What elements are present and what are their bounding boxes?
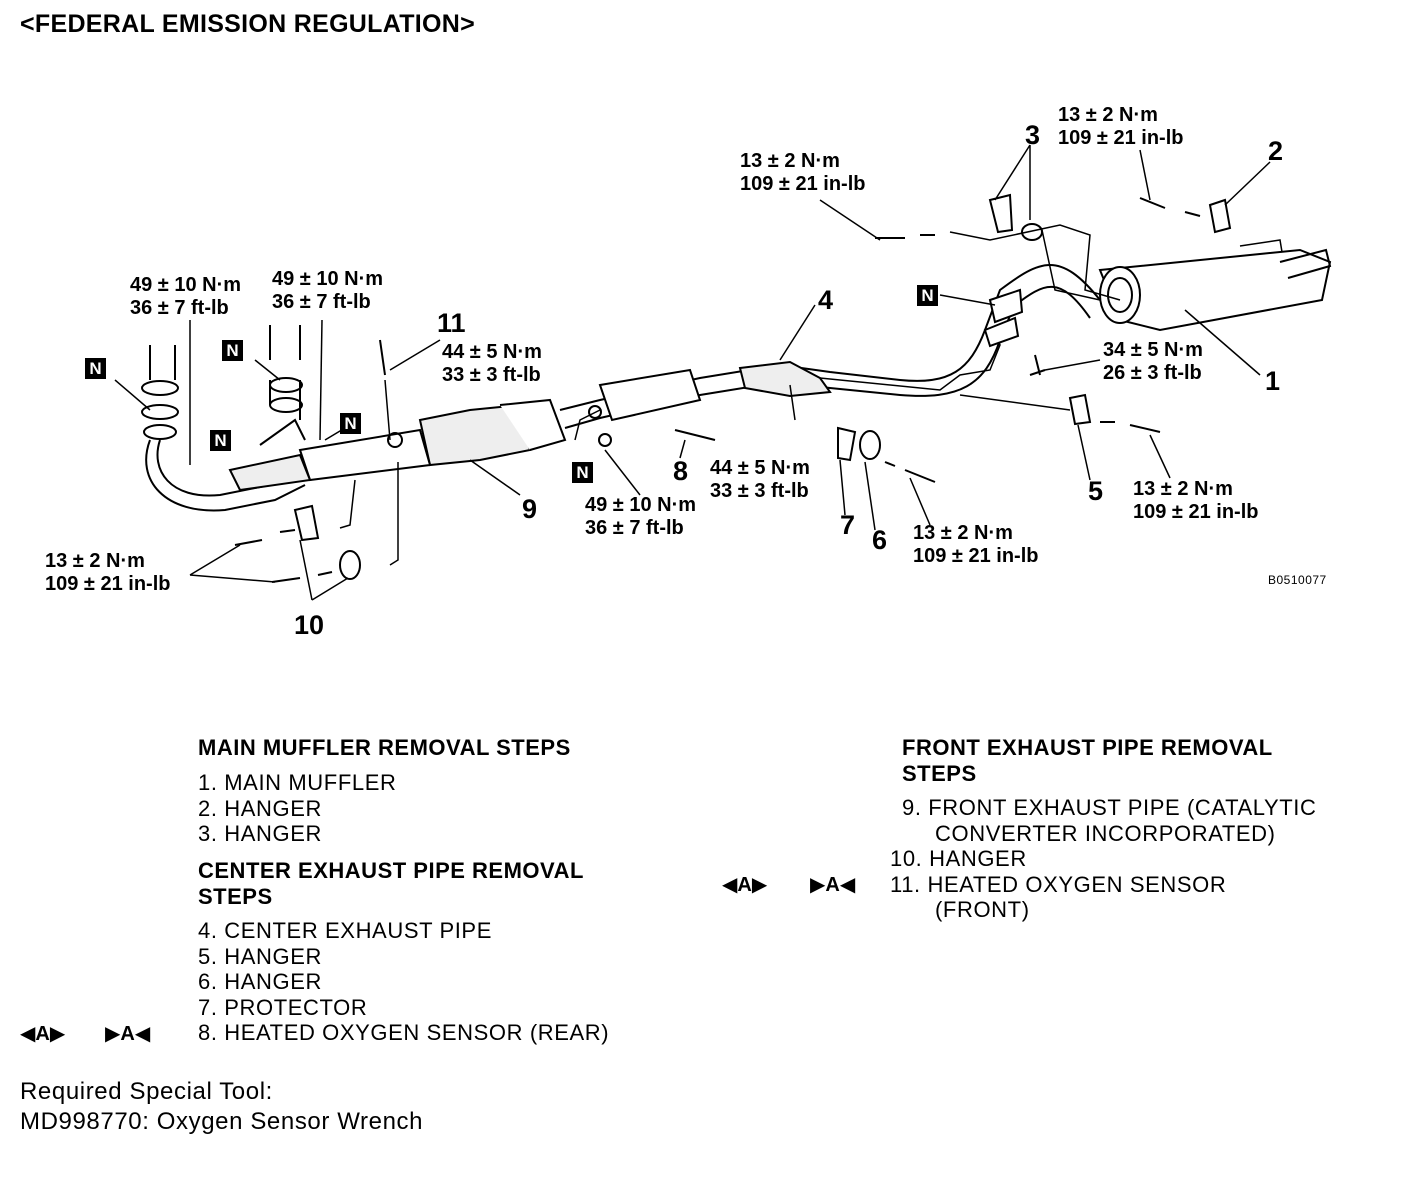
list-item: 8. HEATED OXYGEN SENSOR (REAR) — [198, 1020, 610, 1045]
page-title: <FEDERAL EMISSION REGULATION> — [20, 10, 476, 38]
torque-spec: 13 ± 2 N·m 109 ± 21 in-lb — [913, 522, 1039, 567]
list-item: (FRONT) — [935, 897, 1030, 922]
exhaust-system-diagram — [114, 144, 1332, 601]
n-tag: N — [222, 340, 243, 361]
list-item: CONVERTER INCORPORATED) — [935, 820, 1276, 846]
callout-8: 8 — [673, 456, 689, 486]
torque-spec: 44 ± 5 N·m 33 ± 3 ft-lb — [442, 341, 542, 386]
callout-2: 2 — [1268, 136, 1284, 166]
torque-spec: 13 ± 2 N·m 109 ± 21 in-lb — [45, 550, 171, 595]
required-tool-label: Required Special Tool: — [20, 1078, 273, 1105]
n-tag: N — [572, 462, 593, 483]
list-item: 1. MAIN MUFFLER — [198, 770, 397, 795]
list-item: 9. FRONT EXHAUST PIPE (CATALYTIC — [902, 795, 1317, 820]
torque-spec: 13 ± 2 N·m 109 ± 21 in-lb — [1133, 478, 1259, 523]
list-item: 2. HANGER — [198, 795, 322, 821]
torque-spec: 49 ± 10 N·m 36 ± 7 ft-lb — [585, 494, 697, 539]
callout-3: 3 — [1025, 120, 1041, 150]
torque-spec: 49 ± 10 N·m 36 ± 7 ft-lb — [272, 268, 384, 313]
n-tag: N — [85, 358, 106, 379]
list-item: 10. HANGER — [890, 846, 1027, 871]
callout-1: 1 — [1265, 366, 1281, 396]
main-muffler-steps-title: MAIN MUFFLER REMOVAL STEPS — [198, 735, 571, 760]
list-item: 4. CENTER EXHAUST PIPE — [198, 918, 492, 943]
callout-4: 4 — [818, 285, 834, 315]
n-tag: N — [340, 413, 361, 434]
front-pipe-steps-title: FRONT EXHAUST PIPE REMOVAL STEPS — [902, 735, 1273, 786]
callout-11: 11 — [437, 308, 466, 338]
list-item: 7. PROTECTOR — [198, 994, 368, 1020]
center-pipe-steps-list: 4. CENTER EXHAUST PIPE 5. HANGER 6. HANG… — [198, 918, 609, 1046]
n-tag: N — [917, 285, 938, 306]
required-tool: Required Special Tool: MD998770: Oxygen … — [20, 1077, 423, 1137]
torque-spec: 49 ± 10 N·m 36 ± 7 ft-lb — [130, 274, 242, 319]
callout-6: 6 — [872, 525, 888, 555]
list-item: 3. HANGER — [198, 821, 322, 846]
leader-lines — [114, 144, 1271, 601]
main-muffler-drawing — [1098, 239, 1332, 332]
torque-spec: 34 ± 5 N·m 26 ± 3 ft-lb — [1103, 339, 1203, 384]
required-tool-value: MD998770: Oxygen Sensor Wrench — [20, 1108, 424, 1135]
callout-9: 9 — [522, 494, 538, 524]
service-mark-a-removal: ◀A▶ — [722, 874, 768, 896]
list-item: 6. HANGER — [198, 969, 322, 994]
center-pipe-steps-title: CENTER EXHAUST PIPE REMOVAL STEPS — [198, 858, 584, 909]
torque-spec: 44 ± 5 N·m 33 ± 3 ft-lb — [710, 457, 810, 502]
callout-10: 10 — [294, 610, 325, 640]
torque-spec: 13 ± 2 N·m 109 ± 21 in-lb — [740, 150, 866, 195]
list-item: 5. HANGER — [198, 943, 322, 969]
list-item: 11. HEATED OXYGEN SENSOR — [890, 871, 1227, 897]
service-mark-a-install: ▶A◀ — [105, 1023, 151, 1045]
torque-spec: 13 ± 2 N·m 109 ± 21 in-lb — [1058, 104, 1184, 149]
callout-7: 7 — [840, 510, 856, 540]
center-exhaust-pipe-drawing — [559, 264, 1101, 429]
hangers-and-bolts — [234, 193, 1232, 583]
callout-5: 5 — [1088, 476, 1104, 506]
n-tag: N — [210, 430, 231, 451]
front-pipe-steps-list: 9. FRONT EXHAUST PIPE (CATALYTIC CONVERT… — [890, 795, 1317, 923]
main-muffler-steps-list: 1. MAIN MUFFLER 2. HANGER 3. HANGER — [198, 770, 396, 847]
service-mark-a-install: ▶A◀ — [810, 874, 856, 896]
image-code: B0510077 — [1268, 573, 1327, 587]
service-mark-a-removal: ◀A▶ — [20, 1023, 66, 1045]
